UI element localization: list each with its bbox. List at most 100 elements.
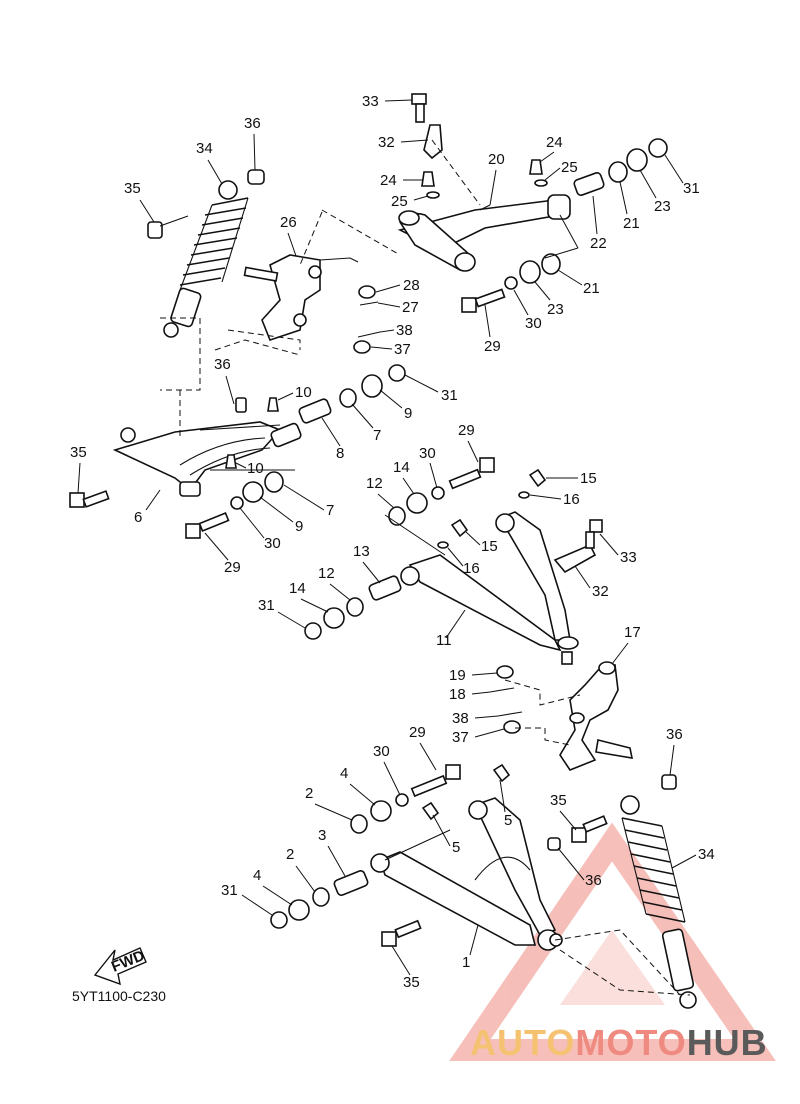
callout-36-c: 36 (666, 726, 683, 743)
callout-32: 32 (378, 134, 395, 151)
callout-4-b: 4 (253, 867, 261, 884)
callout-35-b: 35 (70, 444, 87, 461)
callout-34: 34 (196, 140, 213, 157)
callout-10: 10 (295, 384, 312, 401)
callout-29-c: 29 (458, 422, 475, 439)
callout-14: 14 (393, 459, 410, 476)
callout-29: 29 (484, 338, 501, 355)
callout-14-b: 14 (289, 580, 306, 597)
callout-8: 8 (336, 445, 344, 462)
callout-30-d: 30 (373, 743, 390, 760)
callout-29-b: 29 (224, 559, 241, 576)
callout-27: 27 (402, 299, 419, 316)
center-dashes (384, 514, 581, 746)
callout-26: 26 (280, 214, 297, 231)
callout-4: 4 (340, 765, 348, 782)
callout-18: 18 (449, 686, 466, 703)
callout-17: 17 (624, 624, 641, 641)
callout-5-b: 5 (452, 839, 460, 856)
callout-23: 23 (654, 198, 671, 215)
callout-24-b: 24 (380, 172, 397, 189)
callout-16: 16 (563, 491, 580, 508)
callout-1: 1 (462, 954, 470, 971)
callout-3: 3 (318, 827, 326, 844)
callout-36-d: 36 (585, 872, 602, 889)
shock-absorber-top (147, 169, 265, 338)
callout-30: 30 (525, 315, 542, 332)
callout-7: 7 (373, 427, 381, 444)
callout-5: 5 (504, 812, 512, 829)
callout-21-b: 21 (583, 280, 600, 297)
callout-35: 35 (124, 180, 141, 197)
upper-arm-right (397, 194, 571, 272)
callout-6: 6 (134, 509, 142, 526)
leader-lines-top-right (431, 139, 579, 259)
callout-10-b: 10 (247, 460, 264, 477)
callout-28: 28 (403, 277, 420, 294)
callout-12-b: 12 (318, 565, 335, 582)
callout-25-b: 25 (391, 193, 408, 210)
shock-absorber-bottom (620, 795, 697, 1009)
callout-38-b: 38 (452, 710, 469, 727)
callout-13: 13 (353, 543, 370, 560)
callout-20: 20 (488, 151, 505, 168)
lower-arm-bottom (370, 797, 563, 951)
callout-19: 19 (449, 667, 466, 684)
callout-37-b: 37 (452, 729, 469, 746)
callout-31-b: 31 (441, 387, 458, 404)
callout-32-b: 32 (592, 583, 609, 600)
lower-arm-left (69, 397, 282, 508)
callout-23-b: 23 (547, 301, 564, 318)
callout-33: 33 (362, 93, 379, 110)
callout-31-c: 31 (258, 597, 275, 614)
bushings-center (304, 457, 547, 640)
callout-33-b: 33 (620, 549, 637, 566)
a-arm-center (400, 511, 579, 665)
callout-37: 37 (394, 341, 411, 358)
bracket-32-center (553, 519, 603, 574)
callout-24: 24 (546, 134, 563, 151)
callout-labels: 33 32 24 25 20 24 25 31 23 21 22 21 23 3… (70, 93, 715, 991)
diagram-code: 5YT1100-C230 (72, 988, 166, 1004)
callout-35-d: 35 (403, 974, 420, 991)
callout-16-b: 16 (463, 560, 480, 577)
watermark-part-hub: HUB (686, 1022, 768, 1063)
callout-7-b: 7 (326, 502, 334, 519)
callout-29-d: 29 (409, 724, 426, 741)
callout-22: 22 (590, 235, 607, 252)
watermark-part-auto: AUTO (470, 1022, 576, 1063)
callout-21: 21 (623, 215, 640, 232)
bottom-dashes (384, 829, 691, 996)
callout-9-b: 9 (295, 518, 303, 535)
callout-2-b: 2 (286, 846, 294, 863)
callout-25: 25 (561, 159, 578, 176)
callout-15-b: 15 (481, 538, 498, 555)
callout-9: 9 (404, 405, 412, 422)
nut-28-37 (353, 285, 381, 354)
callout-36: 36 (244, 115, 261, 132)
callout-35-c: 35 (550, 792, 567, 809)
callout-11: 11 (436, 632, 452, 649)
callout-30-b: 30 (264, 535, 281, 552)
knuckle-17 (489, 661, 634, 771)
bushings-right-top (461, 138, 668, 313)
callout-31: 31 (683, 180, 700, 197)
callout-2: 2 (305, 785, 313, 802)
callout-38: 38 (396, 322, 413, 339)
bushings-bottom (270, 763, 677, 947)
grease-nipples-top (421, 159, 548, 199)
callout-34-b: 34 (698, 846, 715, 863)
watermark-part-moto: MOTO (575, 1022, 687, 1063)
left-mid-dashes (179, 390, 295, 471)
callout-12: 12 (366, 475, 383, 492)
watermark-logo: AUTOMOTOHUB (470, 1022, 768, 1064)
bolt-33-top (411, 93, 427, 123)
callout-36-b: 36 (214, 356, 231, 373)
callout-30-c: 30 (419, 445, 436, 462)
fwd-arrow-icon: FWD (93, 947, 147, 986)
callout-15: 15 (580, 470, 597, 487)
bushings-left-mid (185, 364, 406, 539)
callout-31-d: 31 (221, 882, 238, 899)
knuckle-26 (243, 254, 359, 341)
